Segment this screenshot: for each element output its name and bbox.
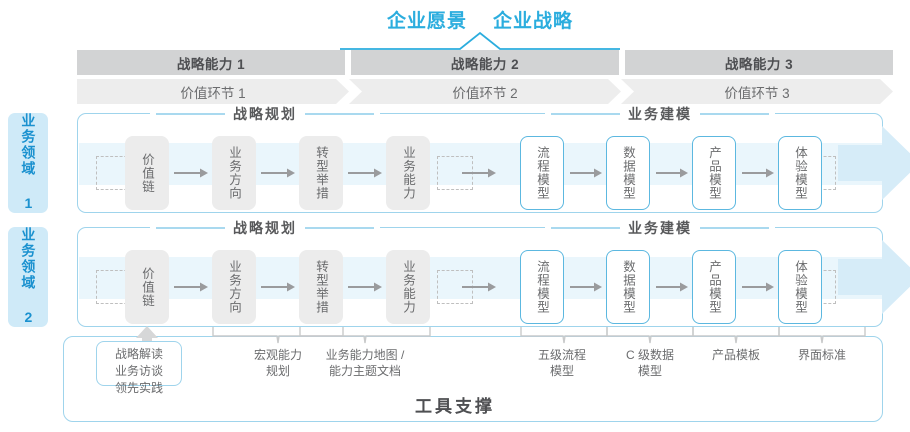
row-1-node-process-model[interactable]: 流程模型 xyxy=(520,136,564,210)
tool-label-capability-map: 业务能力地图 / 能力主题文档 xyxy=(325,348,405,379)
row-2-node-product-model[interactable]: 产品模型 xyxy=(692,250,736,324)
rule-left xyxy=(551,227,620,229)
row-2-node-value-chain[interactable]: 价值链 xyxy=(125,250,169,324)
tool-support-title: 工具支撑 xyxy=(415,397,495,416)
apex-connector-icon xyxy=(340,31,620,50)
domain-2-label: 业务领域 2 xyxy=(20,227,37,327)
section-label-planning: 战略规划 xyxy=(233,220,297,236)
row-1-node-business-direction[interactable]: 业务方向 xyxy=(212,136,256,210)
row-2-arrow-2-icon xyxy=(261,282,295,292)
tool-label-macro-capability: 宏观能力 规划 xyxy=(253,348,302,379)
title-strategy: 企业战略 xyxy=(493,11,574,32)
bracket-process-model-icon xyxy=(520,327,608,344)
row-1-arrow-2-icon xyxy=(261,168,295,178)
row-2-arrow-6-icon xyxy=(656,282,688,292)
rule-right xyxy=(700,227,769,229)
rule-right xyxy=(305,227,374,229)
rule-right xyxy=(700,113,769,115)
row-2-flow-arrow-icon xyxy=(838,240,910,314)
capability-bar-row: 战略能力 1 战略能力 2 战略能力 3 xyxy=(77,50,893,75)
row-2-node-data-model[interactable]: 数据模型 xyxy=(606,250,650,324)
bracket-capability-map-icon xyxy=(299,327,431,344)
row-1-band xyxy=(79,143,883,185)
value-chain-up-arrow-icon xyxy=(136,326,158,352)
chevron-separator-icon-3 xyxy=(880,79,906,104)
value-segment-bar-row: 价值环节 1 价值环节 2 价值环节 3 xyxy=(77,79,906,104)
row-2-section-modeling: 业务建模 xyxy=(545,219,775,237)
row-1-node-experience-model[interactable]: 体验模型 xyxy=(778,136,822,210)
row-2-node-experience-model[interactable]: 体验模型 xyxy=(778,250,822,324)
row-1-node-business-capability[interactable]: 业务能力 xyxy=(386,136,430,210)
row-1-section-modeling: 业务建模 xyxy=(545,105,775,123)
row-1-arrow-6-icon xyxy=(656,168,688,178)
row-1-arrow-3-icon xyxy=(348,168,382,178)
tool-note-line-2: 业务访谈 xyxy=(114,363,163,378)
rule-left xyxy=(551,113,620,115)
row-1-flow-arrow-icon xyxy=(838,126,910,200)
value-segment-3[interactable]: 价值环节 3 xyxy=(724,85,790,101)
row-2-node-business-direction[interactable]: 业务方向 xyxy=(212,250,256,324)
chevron-separator-icon-1 xyxy=(336,79,362,104)
section-label-planning: 战略规划 xyxy=(233,106,297,122)
enterprise-titles: 企业愿景 企业战略 xyxy=(340,6,620,33)
row-1-section-planning: 战略规划 xyxy=(150,105,380,123)
rule-left xyxy=(156,113,225,115)
row-2-band xyxy=(79,257,883,299)
rule-right xyxy=(305,113,374,115)
row-1-arrow-5-icon xyxy=(570,168,602,178)
row-2-section-planning: 战略规划 xyxy=(150,219,380,237)
row-2-arrow-3-icon xyxy=(348,282,382,292)
tool-label-data-model: C 级数据 模型 xyxy=(625,348,674,379)
row-2-node-process-model[interactable]: 流程模型 xyxy=(520,250,564,324)
domain-row-1 xyxy=(77,113,883,213)
tool-label-product-template: 产品模板 xyxy=(711,348,760,362)
tool-note-card[interactable]: 战略解读 业务访谈 领先实践 xyxy=(96,341,182,395)
section-label-modeling: 业务建模 xyxy=(628,220,692,236)
tool-note-line-3: 领先实践 xyxy=(114,380,163,395)
domain-1-label: 业务领域 1 xyxy=(20,113,37,213)
row-2-arrow-1-icon xyxy=(174,282,208,292)
tool-note-line-1: 战略解读 xyxy=(114,347,163,361)
sidebar-item-domain-2[interactable]: 业务领域 2 xyxy=(8,227,48,327)
row-2-arrow-4-icon xyxy=(462,282,496,292)
row-2-arrow-7-icon xyxy=(742,282,774,292)
sidebar-item-domain-1[interactable]: 业务领域 1 xyxy=(8,113,48,213)
bracket-data-model-icon xyxy=(606,327,694,344)
tool-label-ui-standard: 界面标准 xyxy=(797,348,846,362)
row-1-arrow-4-icon xyxy=(462,168,496,178)
row-1-node-transformation[interactable]: 转型举措 xyxy=(299,136,343,210)
tool-label-process-model: 五级流程 模型 xyxy=(537,348,586,379)
value-segment-1[interactable]: 价值环节 1 xyxy=(180,85,246,101)
row-1-node-data-model[interactable]: 数据模型 xyxy=(606,136,650,210)
value-segment-2[interactable]: 价值环节 2 xyxy=(452,85,518,101)
chevron-separator-icon-2 xyxy=(608,79,634,104)
bracket-product-template-icon xyxy=(692,327,780,344)
capability-cell-3[interactable]: 战略能力 3 xyxy=(625,50,893,75)
bracket-ui-standard-icon xyxy=(778,327,866,344)
row-2-node-business-capability[interactable]: 业务能力 xyxy=(386,250,430,324)
domain-row-2 xyxy=(77,227,883,327)
row-1-node-value-chain[interactable]: 价值链 xyxy=(125,136,169,210)
row-1-arrow-1-icon xyxy=(174,168,208,178)
capability-cell-1[interactable]: 战略能力 1 xyxy=(77,50,345,75)
title-vision: 企业愿景 xyxy=(386,11,467,32)
capability-cell-2[interactable]: 战略能力 2 xyxy=(351,50,619,75)
row-2-arrow-5-icon xyxy=(570,282,602,292)
row-1-node-product-model[interactable]: 产品模型 xyxy=(692,136,736,210)
rule-left xyxy=(156,227,225,229)
tool-support-container xyxy=(63,336,883,422)
row-1-arrow-7-icon xyxy=(742,168,774,178)
row-2-node-transformation[interactable]: 转型举措 xyxy=(299,250,343,324)
section-label-modeling: 业务建模 xyxy=(628,106,692,122)
